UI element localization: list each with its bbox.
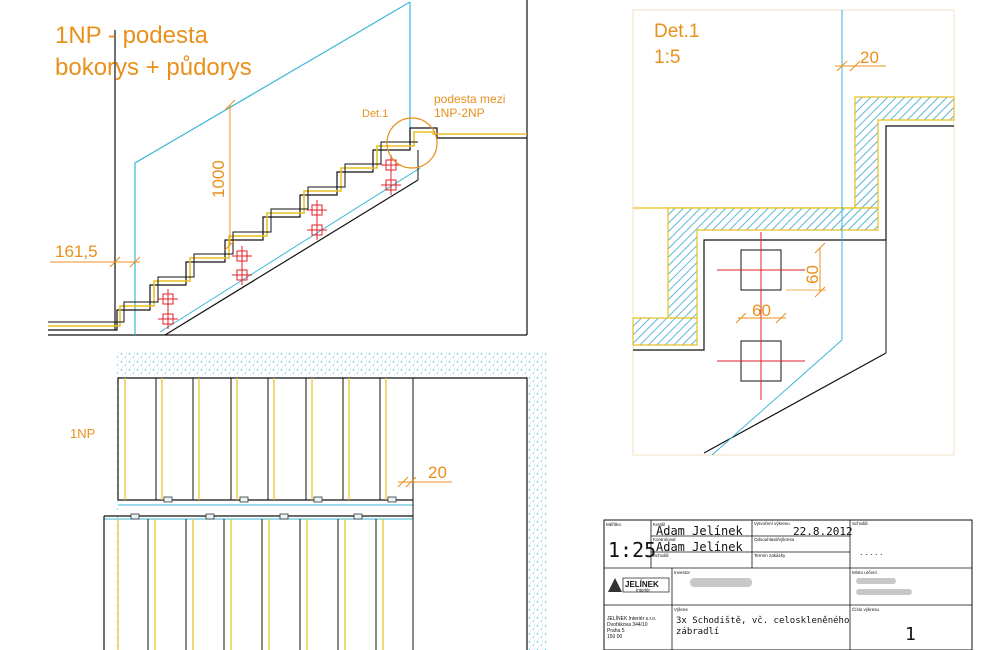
- tb-checked-by: Adam Jelínek: [656, 540, 743, 554]
- logo-subtext: Interiér: [636, 588, 651, 593]
- tb-header-location: Místo určení: [852, 570, 878, 575]
- tb-company-line2: Dvořákova 344/10: [607, 622, 648, 628]
- plan-floor-label: 1NP: [70, 426, 95, 441]
- tb-header-approved: Schválil: [852, 521, 868, 526]
- tb-company-line1: JELÍNEK Interiér s.r.o.: [607, 615, 656, 622]
- dimension-height-label: 1000: [209, 160, 228, 198]
- tb-header-checked: Kontroloval: [653, 537, 676, 542]
- side-view-title-line1: 1NP - podesta: [55, 22, 209, 49]
- detail-horizontal-dimension: 60: [752, 301, 771, 320]
- plan-view: 1NP 20: [70, 352, 547, 650]
- dimension-offset-label: 161,5: [55, 242, 98, 261]
- tb-header-scale: Měřítko: [606, 522, 622, 527]
- tb-header-approved2: Schválil: [653, 553, 669, 558]
- detail-marker-label: Det.1: [362, 108, 388, 120]
- side-view: 1NP - podesta bokorys + půdorys 161,5 10…: [48, 0, 528, 336]
- plan-gap-dimension-label: 20: [428, 463, 447, 482]
- tb-drawing-title-line1: 3x Schodiště, vč. celoskleněného: [676, 615, 849, 626]
- tb-header-agreement: Odsouhlasil/výkresu: [754, 537, 795, 542]
- detail-circle-marker: [386, 117, 438, 169]
- tb-company-line3: Praha 5: [607, 628, 625, 634]
- tb-header-created: Vytvoření výkresu: [754, 521, 790, 526]
- tb-drawn-by: Adam Jelínek: [656, 524, 743, 538]
- logo-text: JELÍNEK: [625, 580, 659, 589]
- detail-top-dimension: 20: [860, 48, 879, 67]
- tb-location-redacted-1: [856, 578, 896, 584]
- tb-drawing-title-line2: zábradlí: [676, 627, 719, 637]
- detail-title: Det.1: [654, 21, 699, 42]
- tb-header-number: Číslo výkresu: [852, 606, 880, 612]
- tb-location-redacted-2: [856, 589, 912, 595]
- jelinek-logo: JELÍNEK Interiér: [608, 577, 670, 593]
- tb-header-drawn: Kreslil: [653, 522, 665, 527]
- tb-header-drawing: Výkres: [674, 607, 689, 612]
- detail-view: Det.1 1:5 20 60 60: [632, 9, 955, 456]
- title-block: Měřítko 1:25 Kreslil Adam Jelínek Kontro…: [603, 519, 973, 650]
- tb-date: 22.8.2012: [793, 525, 853, 538]
- landing-label-line2: 1NP-2NP: [434, 106, 485, 120]
- tb-investor-redacted: [690, 578, 752, 587]
- tb-scale-value: 1:25: [608, 538, 656, 562]
- tb-company-line4: 150 00: [607, 634, 623, 640]
- tb-drawing-number: 1: [905, 624, 916, 645]
- landing-label-line1: podesta mezi: [434, 92, 505, 106]
- detail-scale: 1:5: [654, 47, 680, 68]
- tb-approved-dots: . . . . .: [860, 547, 883, 557]
- detail-vertical-dimension: 60: [803, 265, 822, 284]
- side-view-title-line2: bokorys + půdorys: [55, 54, 252, 81]
- tb-header-investor: Investor: [674, 570, 691, 575]
- tb-header-deadline: Termín zakázky: [754, 553, 786, 558]
